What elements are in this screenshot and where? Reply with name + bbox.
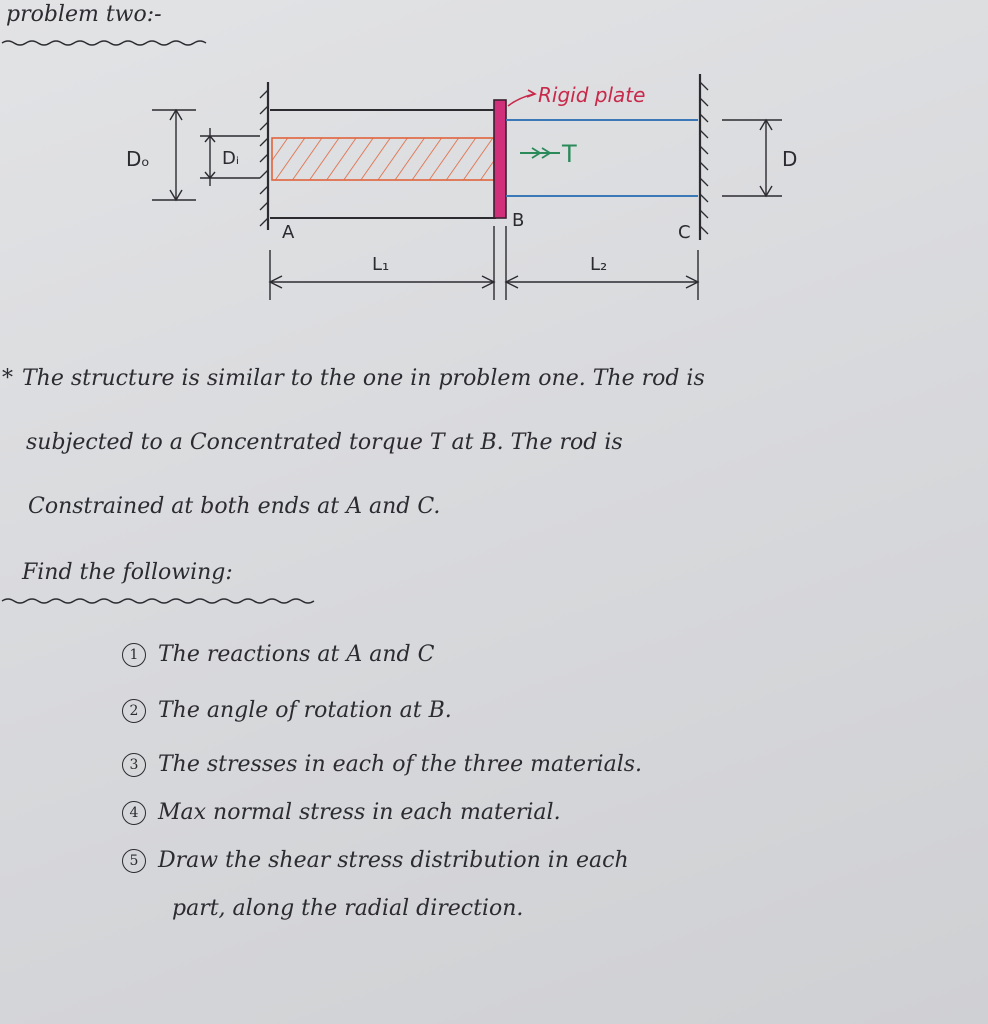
item-text-3: The stresses in each of the three materi…: [158, 752, 643, 777]
item-text-5: Draw the shear stress distribution in ea…: [158, 848, 629, 873]
heading-underline: [1, 40, 207, 46]
rigid-plate-label: Rigid plate: [538, 83, 645, 107]
point-a-label: A: [282, 222, 295, 243]
point-c-label: C: [678, 222, 691, 243]
item-number-4: 4: [122, 801, 146, 825]
item-number-3: 3: [122, 753, 146, 777]
list-item: 3 The stresses in each of the three mater…: [122, 752, 642, 777]
item-number-5: 5: [122, 849, 146, 873]
item-number-1: 1: [122, 643, 146, 667]
length-l2-label: L₂: [590, 254, 607, 275]
item-number-2: 2: [122, 699, 146, 723]
item-text-2: The angle of rotation at B.: [158, 698, 452, 723]
bullet-star-icon: *: [2, 366, 13, 391]
paragraph-line-3: Constrained at both ends at A and C.: [28, 494, 441, 519]
torque-label: T: [561, 140, 577, 168]
shaft-diagram: Rigid plate T Dₒ Dᵢ D A B C L₁ L₂: [126, 74, 797, 300]
length-l1-label: L₁: [372, 254, 389, 275]
wall-c: [698, 74, 709, 240]
di-label: Dᵢ: [222, 148, 239, 169]
inner-core-hatched: [271, 137, 495, 181]
problem-heading: problem two:-: [6, 2, 162, 27]
list-item: 5 Draw the shear stress distribution in e…: [122, 848, 629, 873]
item-text-4: Max normal stress in each material.: [158, 800, 561, 825]
rigid-plate: [493, 99, 507, 219]
find-heading: Find the following:: [22, 560, 233, 585]
list-item: 4 Max normal stress in each material.: [122, 800, 561, 825]
find-underline: [1, 598, 315, 604]
point-b-label: B: [512, 210, 524, 231]
paragraph-line-1: The structure is similar to the one in p…: [22, 366, 705, 391]
d-label: D: [782, 147, 797, 171]
list-item: 2 The angle of rotation at B.: [122, 698, 452, 723]
item-text-1: The reactions at A and C: [158, 642, 435, 667]
wall-a: [259, 82, 270, 230]
item-5-continued: part, along the radial direction.: [172, 896, 524, 921]
list-item: 1 The reactions at A and C: [122, 642, 434, 667]
do-label: Dₒ: [126, 147, 150, 171]
paragraph-line-2: subjected to a Concentrated torque T at …: [26, 430, 623, 455]
